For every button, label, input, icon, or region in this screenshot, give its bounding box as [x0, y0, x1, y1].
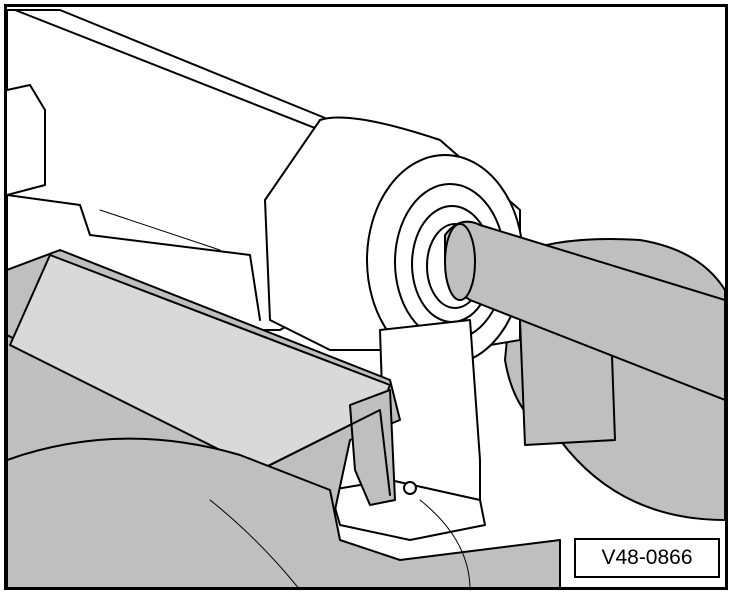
foot-hole [403, 481, 417, 495]
figure-code-label: V48-0866 [574, 538, 720, 578]
housing-step [7, 84, 46, 196]
ground-line [419, 499, 471, 587]
shaft-end [444, 223, 476, 301]
bracket-edge [259, 409, 391, 496]
ground-shadow [209, 499, 299, 587]
ground-surface [7, 437, 561, 587]
housing-line-1 [99, 209, 221, 251]
housing-lower-contour [7, 194, 261, 321]
housing-edge-top [14, 9, 321, 131]
